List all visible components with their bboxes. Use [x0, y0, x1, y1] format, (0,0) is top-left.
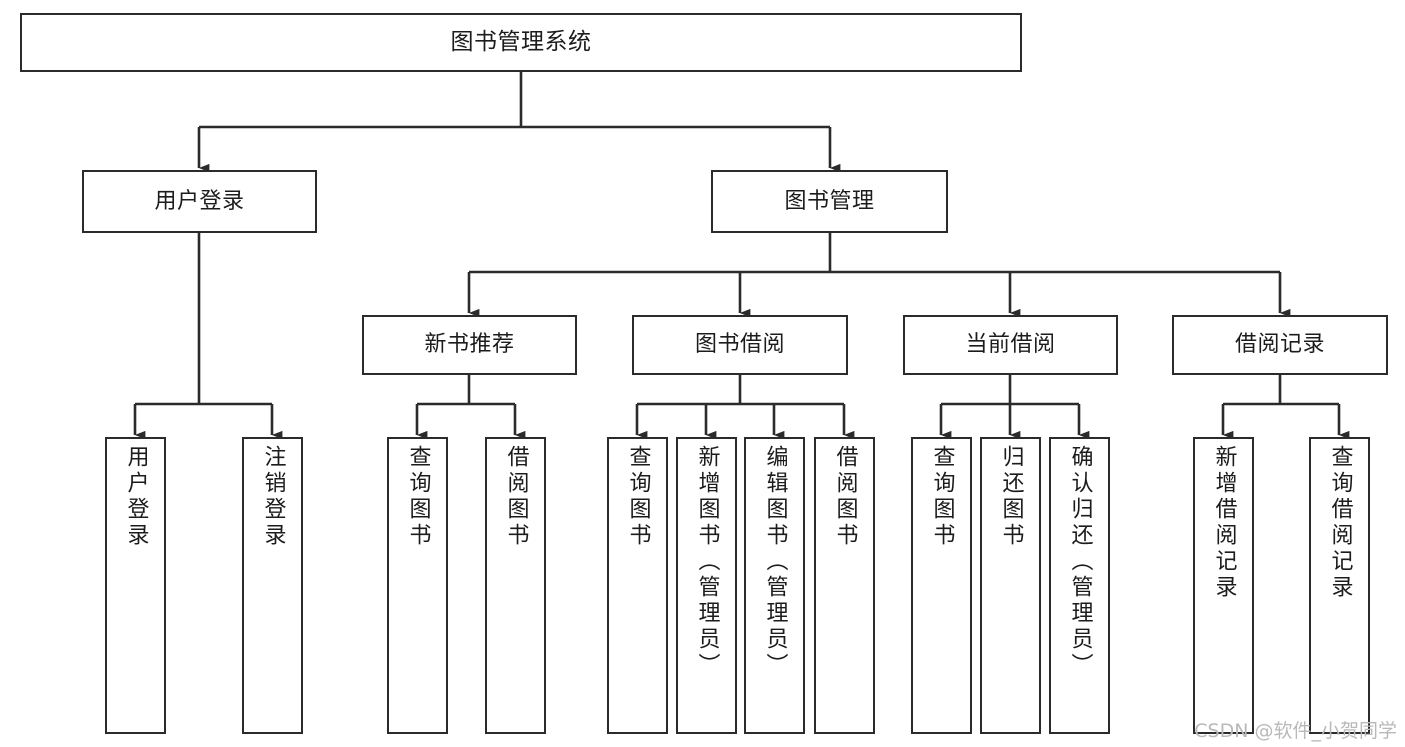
node-label: 借阅图书 — [503, 445, 529, 549]
node-label: 新增图书（管理员） — [694, 445, 720, 679]
leaf-user-login-logout[interactable]: 注销登录 — [242, 437, 303, 734]
node-root-system[interactable]: 图书管理系统 — [20, 13, 1022, 72]
node-label: 借阅图书 — [832, 445, 858, 549]
node-book-management[interactable]: 图书管理 — [711, 170, 948, 233]
node-label: 借阅记录 — [1234, 332, 1325, 358]
node-label: 当前借阅 — [965, 332, 1056, 358]
leaf-records-add-record[interactable]: 新增借阅记录 — [1193, 437, 1254, 734]
node-label: 图书管理系统 — [450, 28, 592, 55]
node-label: 查询图书 — [929, 445, 955, 549]
leaf-current-query-book[interactable]: 查询图书 — [911, 437, 972, 734]
node-label: 编辑图书（管理员） — [762, 445, 788, 679]
node-label: 查询图书 — [625, 445, 651, 549]
node-book-borrow[interactable]: 图书借阅 — [632, 315, 848, 375]
node-label: 用户登录 — [123, 445, 149, 549]
node-label: 新书推荐 — [424, 332, 515, 358]
node-new-book-recommend[interactable]: 新书推荐 — [362, 315, 577, 375]
leaf-borrow-borrow-book[interactable]: 借阅图书 — [814, 437, 875, 734]
leaf-user-login-login[interactable]: 用户登录 — [105, 437, 166, 734]
leaf-recommend-borrow-book[interactable]: 借阅图书 — [485, 437, 546, 734]
leaf-current-return-book[interactable]: 归还图书 — [980, 437, 1041, 734]
node-label: 查询借阅记录 — [1327, 445, 1353, 601]
node-label: 图书管理 — [784, 188, 875, 214]
watermark: CSDN @软件_小贺同学 — [1194, 720, 1397, 742]
node-label: 注销登录 — [260, 445, 286, 549]
leaf-borrow-add-book-admin[interactable]: 新增图书（管理员） — [676, 437, 737, 734]
leaf-borrow-edit-book-admin[interactable]: 编辑图书（管理员） — [744, 437, 805, 734]
leaf-current-confirm-return-admin[interactable]: 确认归还（管理员） — [1049, 437, 1110, 734]
leaf-records-query-record[interactable]: 查询借阅记录 — [1309, 437, 1370, 734]
node-label: 查询图书 — [405, 445, 431, 549]
node-borrow-records[interactable]: 借阅记录 — [1172, 315, 1388, 375]
node-current-borrow[interactable]: 当前借阅 — [903, 315, 1118, 375]
node-label: 用户登录 — [154, 188, 245, 214]
node-label: 归还图书 — [998, 445, 1024, 549]
node-user-login[interactable]: 用户登录 — [82, 170, 317, 233]
leaf-recommend-query-book[interactable]: 查询图书 — [387, 437, 448, 734]
node-label: 新增借阅记录 — [1211, 445, 1237, 601]
node-label: 图书借阅 — [694, 332, 785, 358]
leaf-borrow-query-book[interactable]: 查询图书 — [607, 437, 668, 734]
node-label: 确认归还（管理员） — [1067, 445, 1093, 679]
